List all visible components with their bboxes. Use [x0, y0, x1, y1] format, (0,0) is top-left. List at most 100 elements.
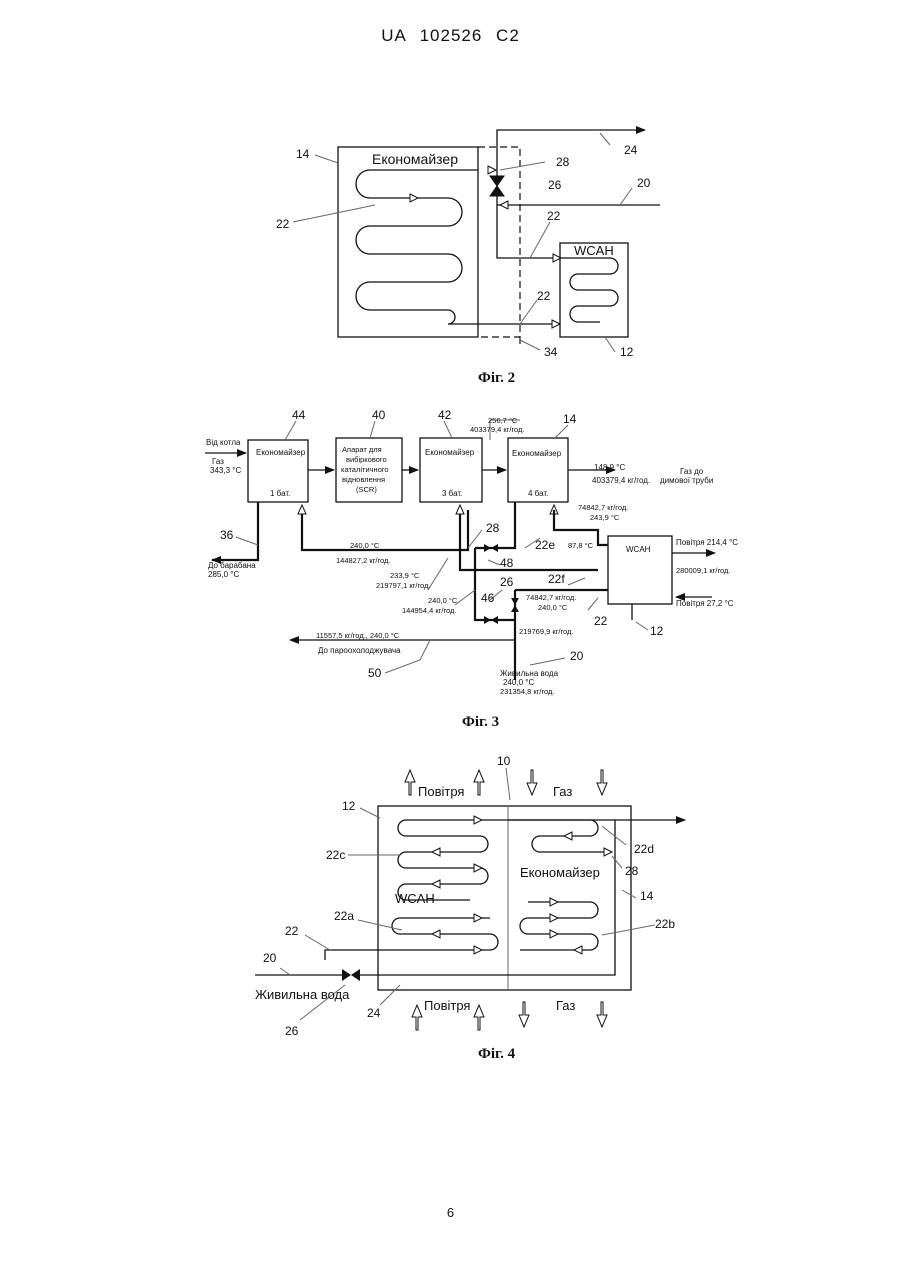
fig4-air-top: Повітря [418, 784, 464, 799]
fig4-economizer-coil [508, 820, 610, 852]
fig3-temp-240a: 240,0 °C [350, 541, 380, 550]
fig3-steam-line: 11557,5 кг/год., 240,0 °C [316, 631, 400, 640]
fig3-air-in: Повітря 27,2 °C [676, 599, 734, 608]
fig2-ref-28: 28 [556, 155, 570, 169]
fig3-ref-26: 26 [500, 575, 514, 589]
fig3-line-to-drum [212, 502, 258, 560]
fig2-ref-14: 14 [296, 147, 310, 161]
fig3-air-out: Повітря 214,4 °C [676, 538, 738, 547]
fig4-gas-top: Газ [553, 784, 572, 799]
fig3-flow-219797: 219797,1 кг/год. [376, 581, 431, 590]
fig3-from-boiler: Від котла [206, 438, 241, 447]
fig2-economizer-label: Економайзер [372, 151, 458, 167]
fig3-eco4-title: Економайзер [512, 449, 562, 458]
fig4-ref-14: 14 [640, 889, 654, 903]
fig3-flow-74842a: 74842,7 кг/год. [578, 503, 628, 512]
fig4-gas-bottom: Газ [556, 998, 575, 1013]
fig4-caption: Фіг. 4 [478, 1046, 516, 1062]
fig3-to-drum: До барабана [208, 561, 256, 570]
fig2-return-arrow [552, 320, 560, 328]
fig4-ref-22c: 22c [326, 848, 345, 862]
fig3-temp-240c: 240,0 °C [538, 603, 568, 612]
fig3-gas-to-2: димової труби [660, 476, 713, 485]
fig3-to-desup: До пароохолоджувача [318, 646, 401, 655]
fig4-ref-22b: 22b [655, 917, 675, 931]
fig2-ref-24: 24 [624, 143, 638, 157]
fig3-ref-22: 22 [594, 614, 608, 628]
fig3-eco3-title: Економайзер [425, 448, 475, 457]
fig4-ref-22a: 22a [334, 909, 354, 923]
fig3-ref-12: 12 [650, 624, 664, 638]
fig3-drum-temp: 285,0 °C [208, 570, 239, 579]
fig4-air-bottom: Повітря [424, 998, 470, 1013]
fig3-ref-28: 28 [486, 521, 500, 535]
fig3-scr-l1: Апарат для [342, 445, 382, 454]
fig3-gas: Газ [212, 457, 224, 466]
fig3-ref-48: 48 [500, 556, 514, 570]
fig3-eco4-sub: 4 бат. [528, 489, 548, 498]
fig3-flow-144827: 144827,2 кг/год. [336, 556, 391, 565]
fig2-ref-22-b: 22 [547, 209, 561, 223]
fig3-top-temp: 256,7 °C [488, 416, 518, 425]
fig2-economizer-coil [356, 170, 560, 324]
fig3-temp-240b: 240,0 °C [428, 596, 458, 605]
fig3-feed-flow: 231354,8 кг/год. [500, 687, 555, 696]
fig3-feed-temp: 240,0 °C [503, 678, 534, 687]
page-number: 6 [0, 1205, 901, 1220]
fig2-coil-arrow [410, 194, 418, 202]
fig2-wcah-label: WCAH [574, 243, 614, 258]
fig2-arrow-20 [500, 201, 508, 209]
page-header: UA 102526 C2 [0, 26, 901, 46]
figure-2: Економайзер WCAH 14 22 28 26 24 20 22 22… [0, 120, 901, 390]
fig3-scr-l2: вибіркового [346, 455, 387, 464]
fig4-economizer-label: Економайзер [520, 865, 600, 880]
fig3-valve-26[interactable] [511, 598, 519, 612]
fig4-ref-22d: 22d [634, 842, 654, 856]
fig4-economizer-lower-coil [520, 902, 598, 950]
fig3-eco1-sub: 1 бат. [270, 489, 290, 498]
fig3-ref-14: 14 [563, 412, 577, 426]
fig3-gas-to-1: Газ до [680, 467, 704, 476]
fig3-valve-48[interactable] [484, 544, 498, 552]
fig2-ref-22: 22 [276, 217, 290, 231]
fig3-valve-46[interactable] [484, 616, 498, 624]
fig2-ref-22-c: 22 [537, 289, 551, 303]
fig3-ref-22e: 22e [535, 538, 555, 552]
fig4-valve-26[interactable] [342, 969, 360, 981]
figure-4: Повітря Газ Повітря Газ Економайзер WCAH… [0, 750, 901, 1070]
fig4-feed-water: Живильна вода [255, 987, 350, 1002]
fig3-ref-42: 42 [438, 408, 452, 422]
fig3-eco3-sub: 3 бат. [442, 489, 462, 498]
fig3-ref-36: 36 [220, 528, 234, 542]
fig2-ref-26: 26 [548, 178, 562, 192]
fig3-scr-l3: каталітичного [341, 465, 389, 474]
fig3-feed-water: Живильна вода [500, 669, 559, 678]
fig3-air-flow: 280009,1 кг/год. [676, 566, 731, 575]
fig3-top-flow: 403379,4 кг/год. [470, 425, 525, 434]
fig3-out-temp: 148,9 °C [594, 463, 625, 472]
fig4-riser [355, 820, 615, 975]
fig3-gas-temp: 343,3 °C [210, 466, 241, 475]
figure-3: Економайзер 1 бат. Апарат для вибірковог… [0, 405, 901, 735]
fig2-inlet-arrow [488, 166, 496, 174]
fig3-out-flow: 403379,4 кг/год. [592, 476, 650, 485]
fig2-ref-20: 20 [637, 176, 651, 190]
fig3-flow-144954: 144954,4 кг/год. [402, 606, 457, 615]
fig3-temp-878: 87,8 °C [568, 541, 594, 550]
fig2-caption: Фіг. 2 [478, 370, 515, 386]
fig4-ref-28: 28 [625, 864, 639, 878]
fig4-ref-20: 20 [263, 951, 277, 965]
fig3-caption: Фіг. 3 [462, 714, 499, 730]
fig2-valve-26[interactable] [490, 176, 504, 196]
fig4-ref-22: 22 [285, 924, 299, 938]
fig2-pipe-24 [497, 130, 645, 170]
fig4-ref-24: 24 [367, 1006, 381, 1020]
fig3-wcah-label: WCAH [626, 545, 651, 554]
fig4-ref-26: 26 [285, 1024, 299, 1038]
fig2-wcah-coil [565, 258, 618, 322]
fig3-ref-40: 40 [372, 408, 386, 422]
fig3-ref-46: 46 [481, 591, 495, 605]
fig2-ref-12: 12 [620, 345, 634, 359]
fig3-scr-l5: (SCR) [356, 485, 377, 494]
fig3-ref-22f: 22f [548, 572, 565, 586]
